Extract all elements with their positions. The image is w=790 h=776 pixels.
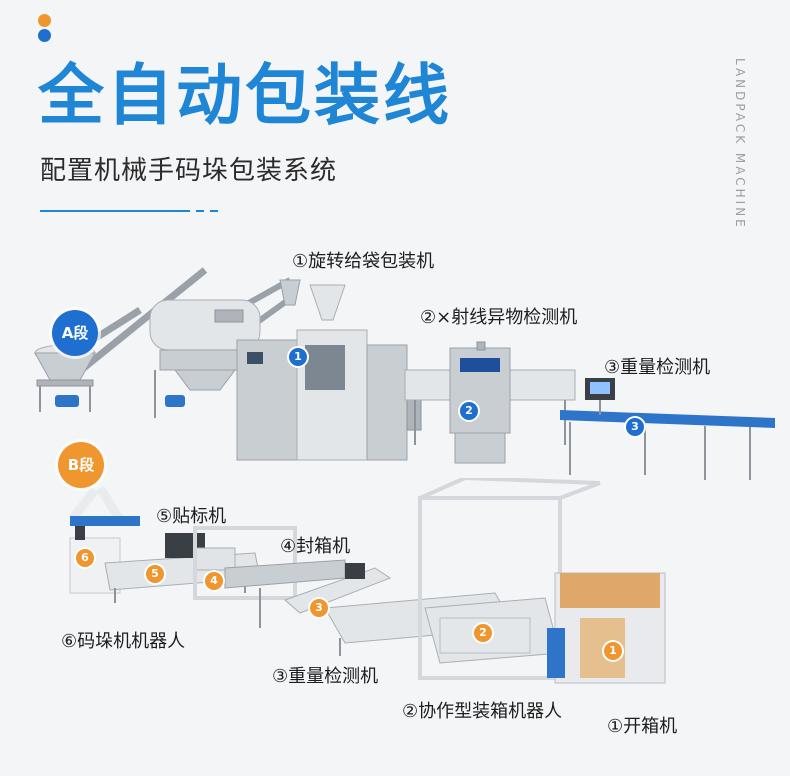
label-checkweigher-b: ③重量检测机 <box>272 666 379 687</box>
feeding-hopper <box>34 344 96 412</box>
line-a-illustration <box>34 267 775 480</box>
machine-badge-b5: 5 <box>146 565 164 583</box>
machine-badge-b4: 4 <box>205 572 223 590</box>
title-underline <box>40 210 190 212</box>
label-xray-inspection: ②×射线异物检测机 <box>420 307 578 328</box>
ribbon-mixer <box>149 299 261 418</box>
line-b-illustration <box>69 478 666 684</box>
labeling-machine <box>165 533 236 571</box>
case-erector <box>547 572 666 684</box>
xray-inspection-machine <box>404 341 576 464</box>
page-title: 全自动包装线 <box>38 57 452 134</box>
section-a-badge: A段 <box>52 310 98 356</box>
title-underline-dash-1 <box>196 210 204 212</box>
machine-badge-b2: 2 <box>474 624 492 642</box>
brand-vertical-text: LANDPACK MACHINE <box>733 58 747 230</box>
checkweigher <box>560 378 775 480</box>
label-rotary-bag-packer: ①旋转给袋包装机 <box>292 251 435 272</box>
machine-badge-b3: 3 <box>310 599 328 617</box>
machine-badge-b6: 6 <box>76 549 94 567</box>
page-subtitle: 配置机械手码垛包装系统 <box>40 156 338 186</box>
machine-badge-a1: 1 <box>289 348 307 366</box>
label-palletizing-robot: ⑥码垛机机器人 <box>61 631 186 652</box>
orange-dot <box>38 14 51 27</box>
machine-badge-b1: 1 <box>604 642 622 660</box>
decorative-dots <box>38 14 52 44</box>
label-case-sealer: ④封箱机 <box>280 536 351 557</box>
rotary-bag-packer <box>236 279 422 461</box>
title-underline-dash-2 <box>210 210 218 212</box>
blue-dot <box>38 29 51 42</box>
label-labeling-machine: ⑤贴标机 <box>156 506 227 527</box>
section-b-badge: B段 <box>58 442 104 488</box>
label-case-erector: ①开箱机 <box>607 716 678 737</box>
machine-badge-a3: 3 <box>626 418 644 436</box>
machine-badge-a2: 2 <box>460 402 478 420</box>
label-checkweigher-a: ③重量检测机 <box>604 357 711 378</box>
label-collaborative-packing-robot: ②协作型装箱机器人 <box>402 701 563 722</box>
